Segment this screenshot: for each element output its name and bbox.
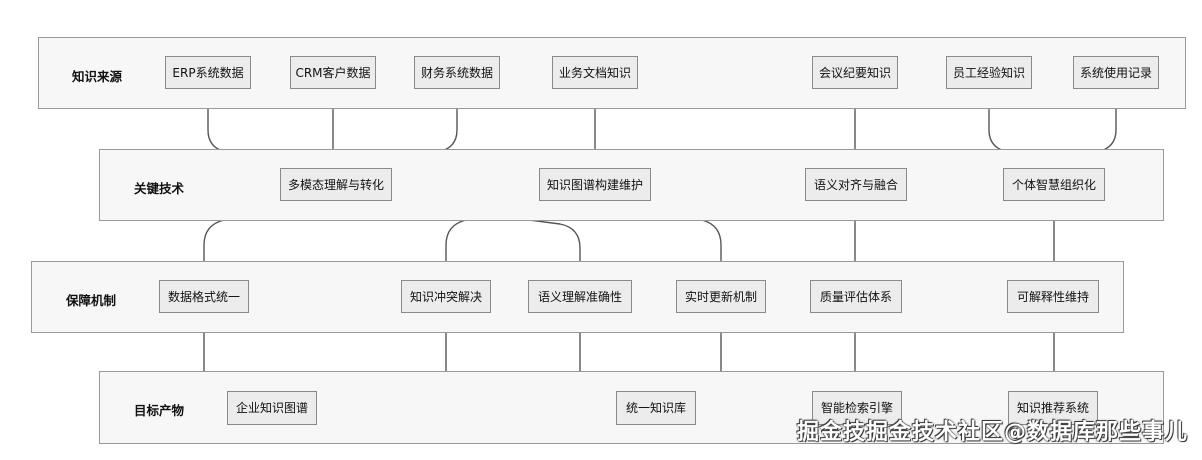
node-explainability: 可解释性维持 [1007, 280, 1099, 313]
node-multimodal-understanding: 多模态理解与转化 [280, 168, 392, 201]
node-erp-system-data: ERP系统数据 [165, 56, 251, 89]
node-unified-knowledge-base: 统一知识库 [616, 391, 696, 425]
node-semantic-alignment: 语义对齐与融合 [805, 168, 907, 201]
layer-label-sources: 知识来源 [72, 69, 123, 84]
node-staff-experience-knowledge: 员工经验知识 [946, 56, 1032, 89]
node-knowledge-recommendation: 知识推荐系统 [1008, 391, 1098, 425]
layer-label-tech: 关键技术 [134, 181, 185, 196]
node-individual-wisdom: 个体智慧组织化 [1003, 168, 1105, 201]
edge-multimodal-to-accuracy [379, 200, 584, 279]
node-enterprise-knowledge-graph: 企业知识图谱 [227, 391, 317, 425]
node-quality-assessment: 质量评估体系 [810, 280, 902, 313]
node-intelligent-search-engine: 智能检索引擎 [812, 391, 902, 425]
node-data-format-unification: 数据格式统一 [159, 280, 249, 313]
layer-label-output: 目标产物 [134, 403, 185, 418]
node-finance-system-data: 财务系统数据 [414, 56, 500, 89]
node-semantic-accuracy: 语义理解准确性 [528, 280, 632, 313]
node-knowledge-conflict-resolution: 知识冲突解决 [401, 280, 491, 313]
layer-label-guarantee: 保障机制 [66, 293, 117, 308]
node-business-doc-knowledge: 业务文档知识 [552, 56, 638, 89]
node-system-usage-records: 系统使用记录 [1073, 56, 1159, 89]
node-meeting-minutes-knowledge: 会议纪要知识 [812, 56, 898, 89]
watermark-text: 掘金技掘金技术社区@数据库那些事儿 [796, 420, 1188, 445]
node-realtime-update: 实时更新机制 [676, 280, 766, 313]
node-kg-construction: 知识图谱构建维护 [539, 168, 651, 201]
node-crm-customer-data: CRM客户数据 [290, 56, 376, 89]
